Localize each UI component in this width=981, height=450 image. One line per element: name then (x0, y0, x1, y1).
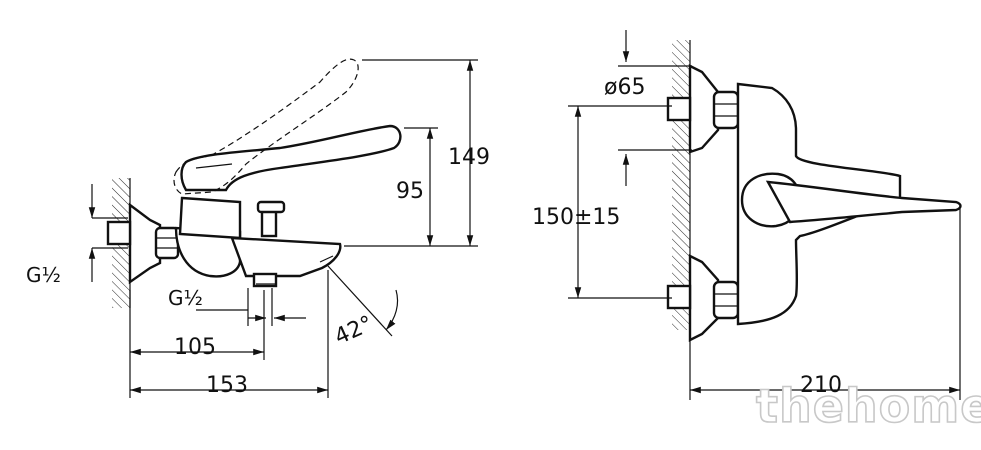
label-height-149: 149 (448, 145, 490, 170)
watermark-logo: thehome (756, 379, 981, 433)
label-height-95: 95 (396, 179, 424, 204)
label-thread-spout: G½ (168, 286, 203, 310)
label-diameter-65: ø65 (604, 75, 645, 100)
front-view: ø65 150±15 210 (532, 30, 962, 400)
label-centers-150: 150±15 (532, 205, 620, 230)
bath-spout (230, 236, 342, 278)
label-depth-105: 105 (174, 335, 216, 360)
lever-handle (180, 124, 402, 192)
wall-flange (128, 202, 162, 285)
label-thread-left: G½ (26, 263, 61, 287)
lever-handle-raised (173, 58, 359, 195)
mixer-body (174, 226, 242, 278)
side-view: G½ G½ 149 95 105 153 42° (26, 58, 490, 398)
label-width-210: 210 (800, 373, 842, 398)
label-angle-42: 42° (331, 311, 377, 350)
label-depth-153: 153 (206, 373, 248, 398)
